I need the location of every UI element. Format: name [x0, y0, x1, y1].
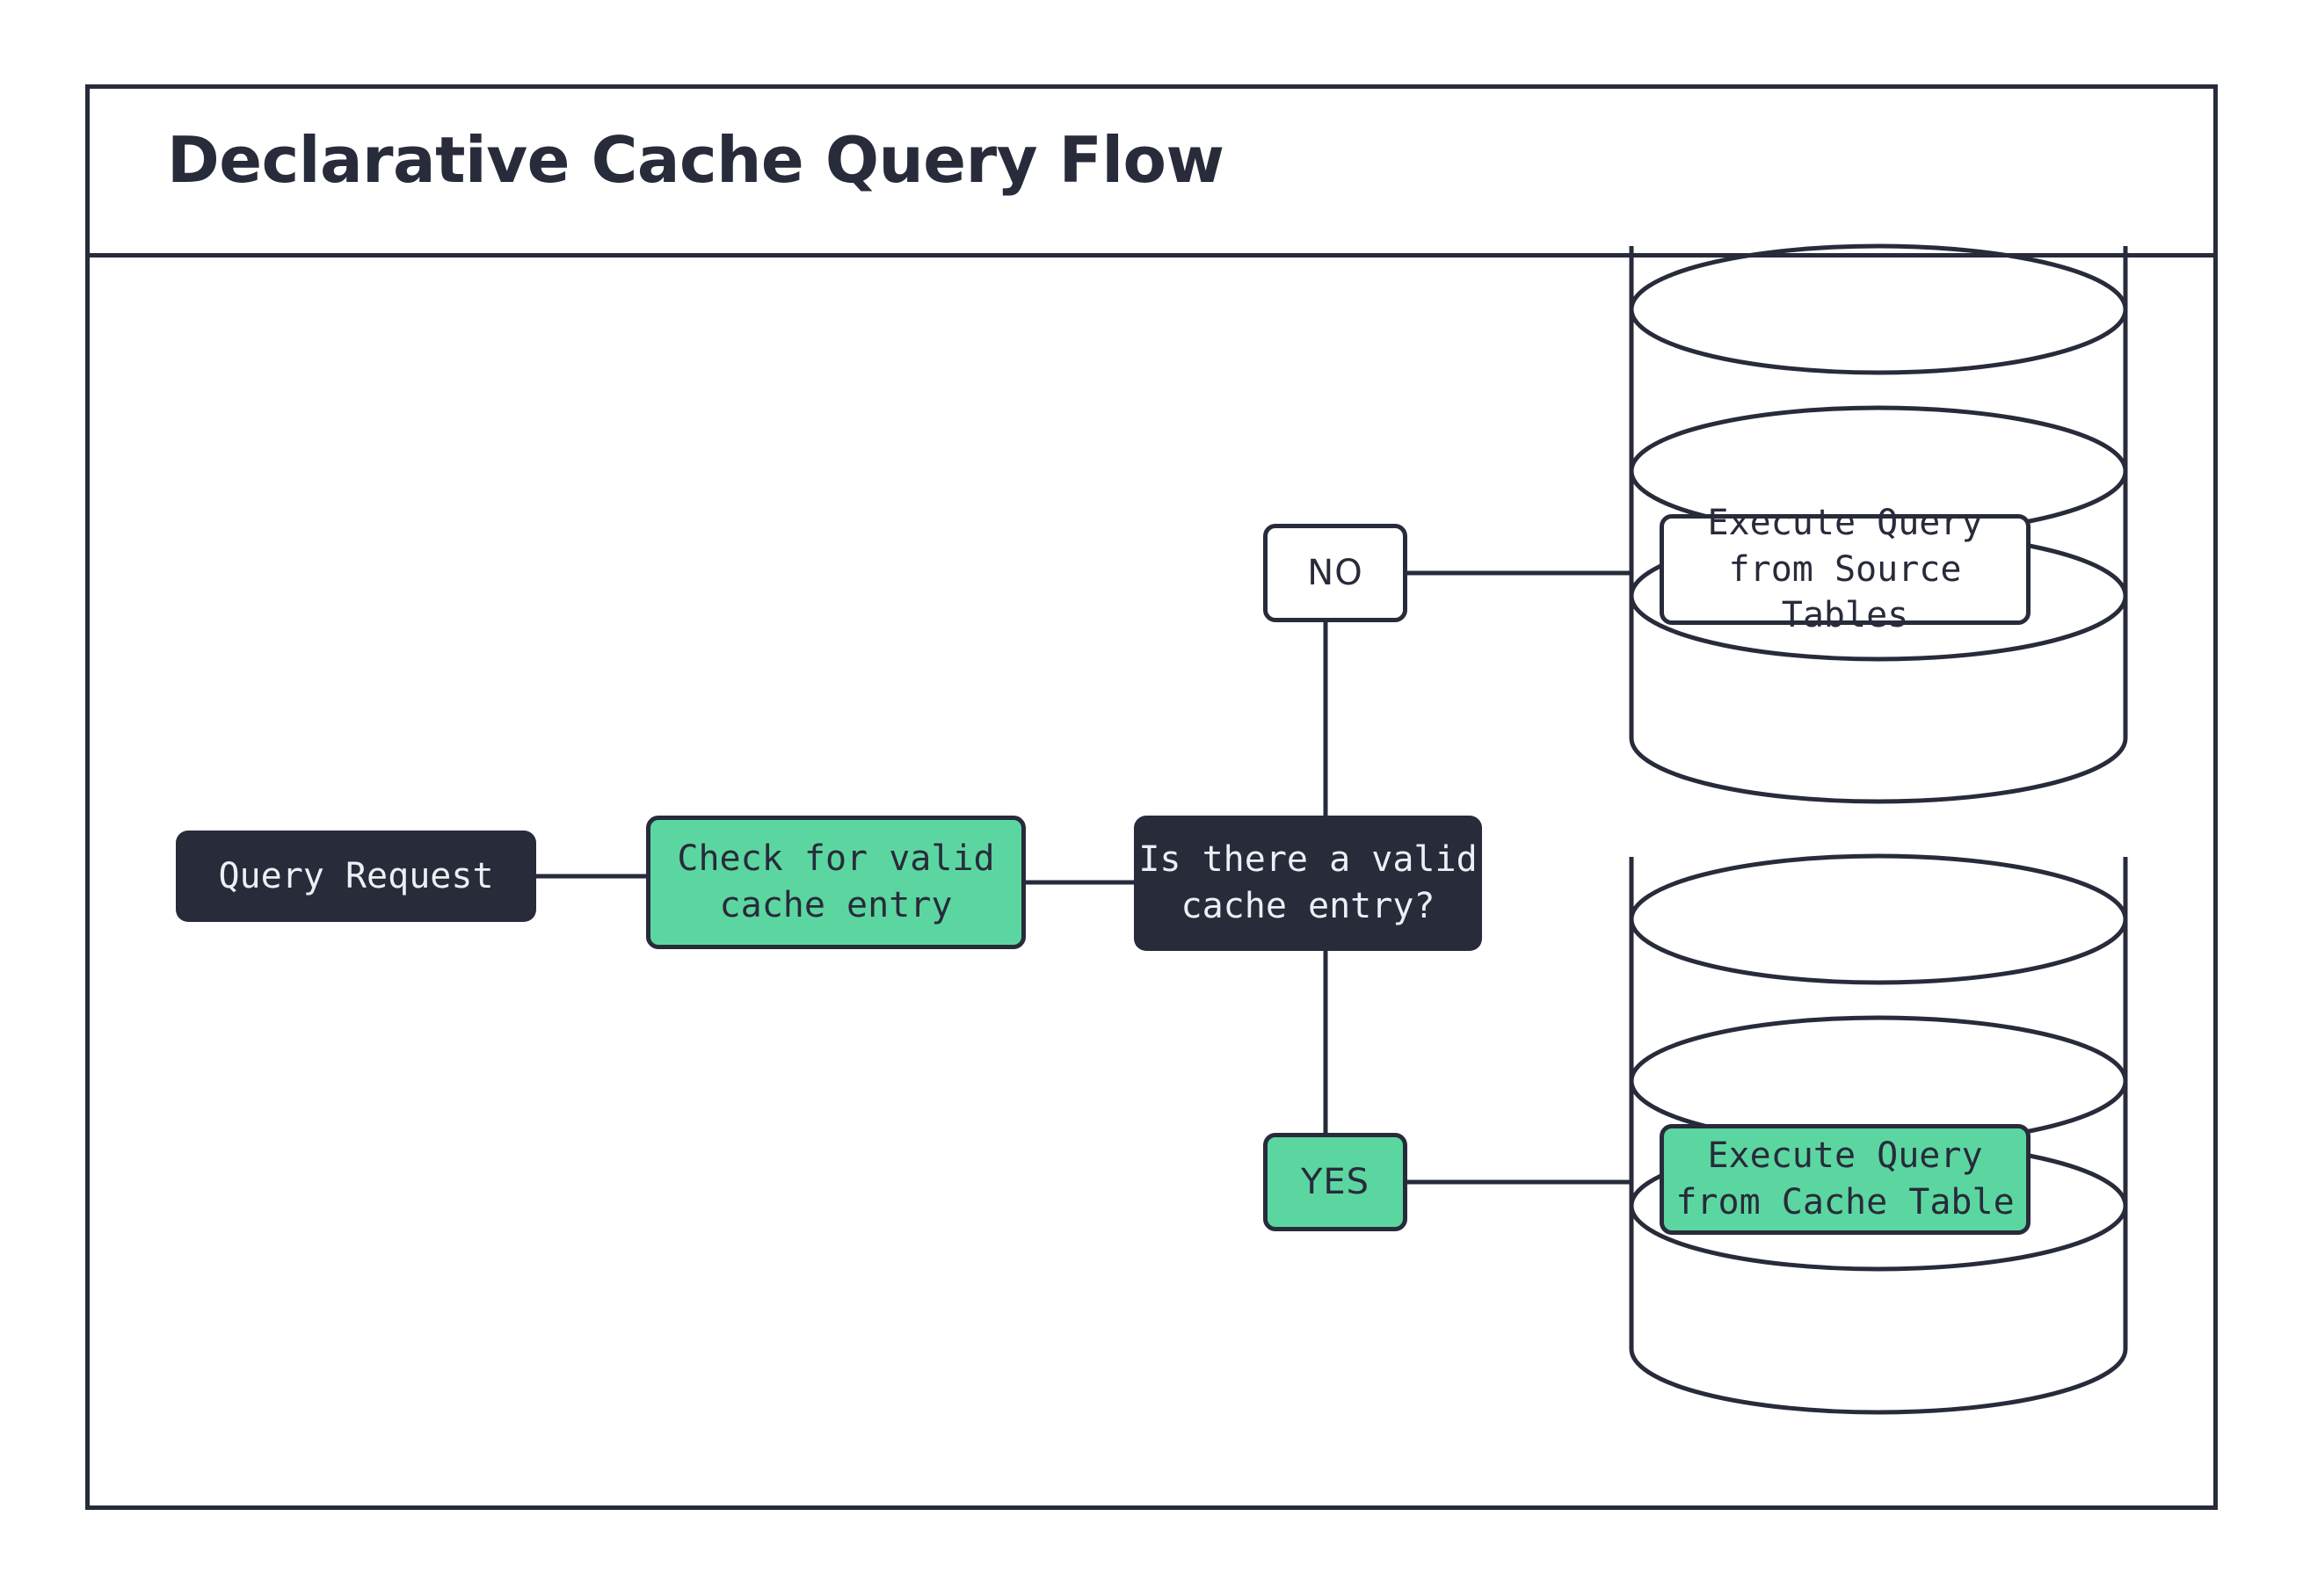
node-execute-query-from-cache-table[interactable]: Execute Query from Cache Table — [1660, 1124, 2031, 1235]
node-query-request[interactable]: Query Request — [176, 831, 536, 922]
branch-label-yes[interactable]: YES — [1263, 1133, 1407, 1231]
page-title: Declarative Cache Query Flow — [167, 123, 1224, 197]
header-divider — [85, 253, 2218, 258]
diagram-frame — [85, 84, 2218, 1510]
node-check-cache[interactable]: Check for valid cache entry — [646, 816, 1026, 949]
node-decision-valid-cache-entry[interactable]: Is there a valid cache entry? — [1134, 816, 1482, 951]
branch-label-no[interactable]: NO — [1263, 524, 1407, 622]
node-execute-query-from-source-tables[interactable]: Execute Query from Source Tables — [1660, 503, 2031, 635]
